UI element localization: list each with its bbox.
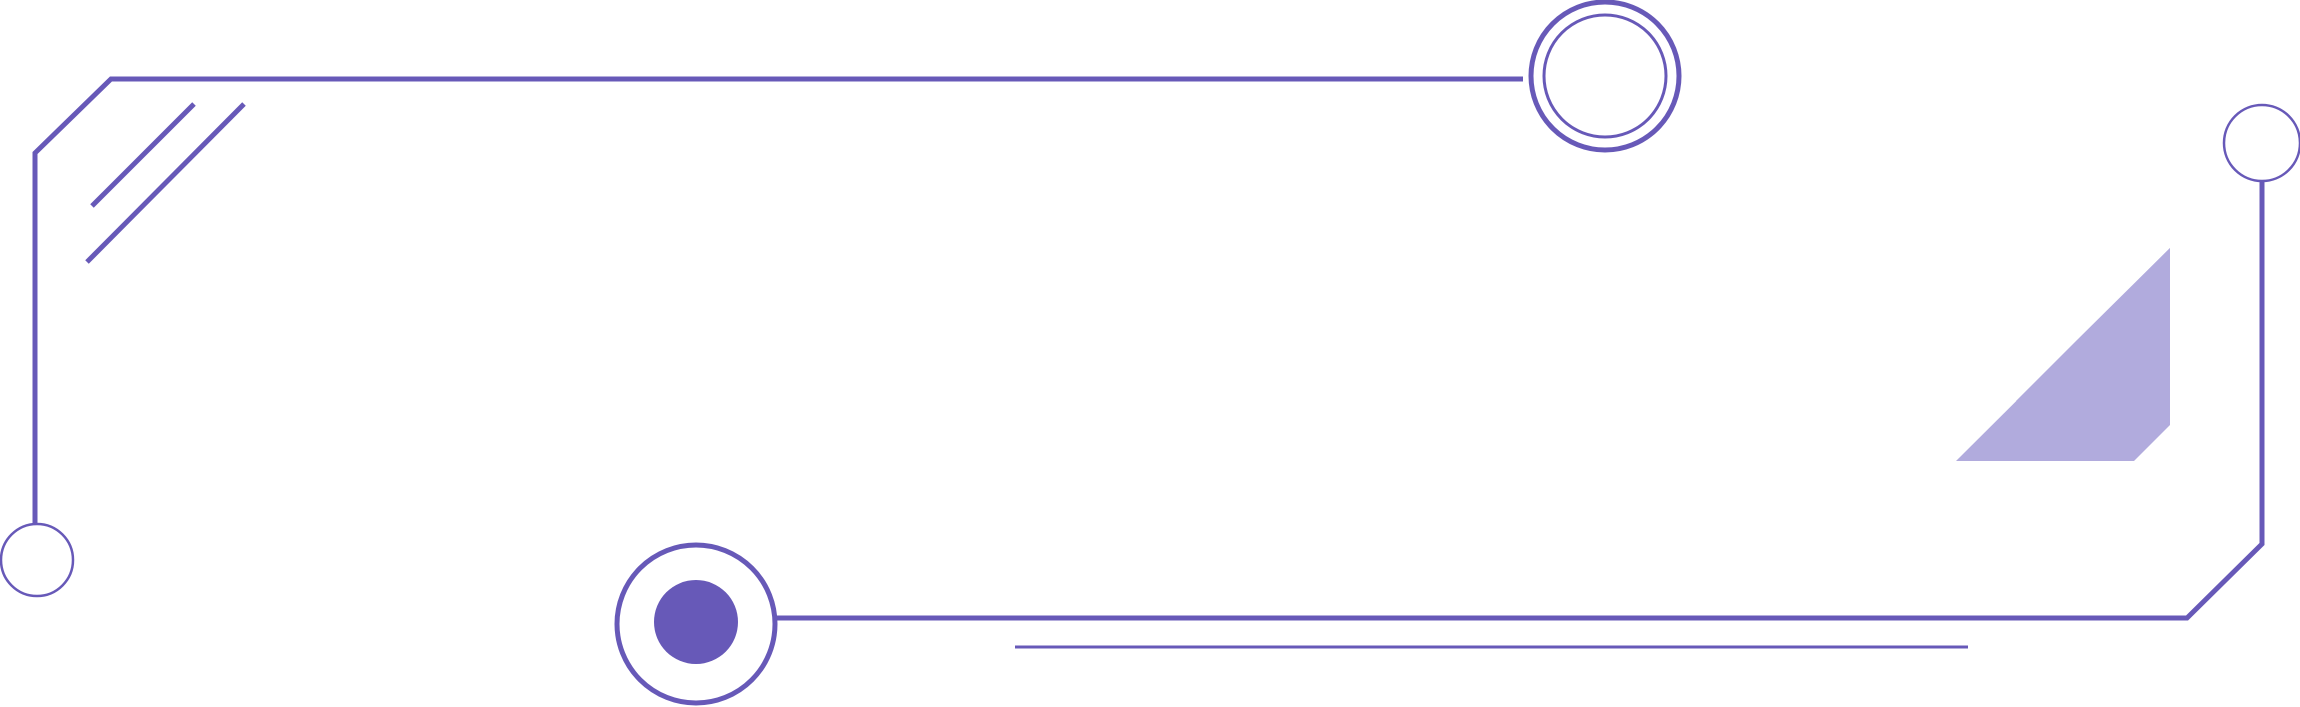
node-dot-bottom [654, 580, 738, 664]
diagonal-slash-short [90, 102, 196, 208]
node-ring-top-inner [1542, 13, 1668, 139]
frame-bottom-right-outline [773, 181, 2265, 621]
node-circle-right [2222, 103, 2300, 183]
node-ring-top-outer [1528, 0, 1682, 153]
frame-top-left-outline [32, 76, 1523, 523]
diagonal-slash-long [85, 102, 246, 264]
accent-shape-light-core [1956, 248, 2170, 461]
node-circle-bottom-left [0, 522, 75, 598]
